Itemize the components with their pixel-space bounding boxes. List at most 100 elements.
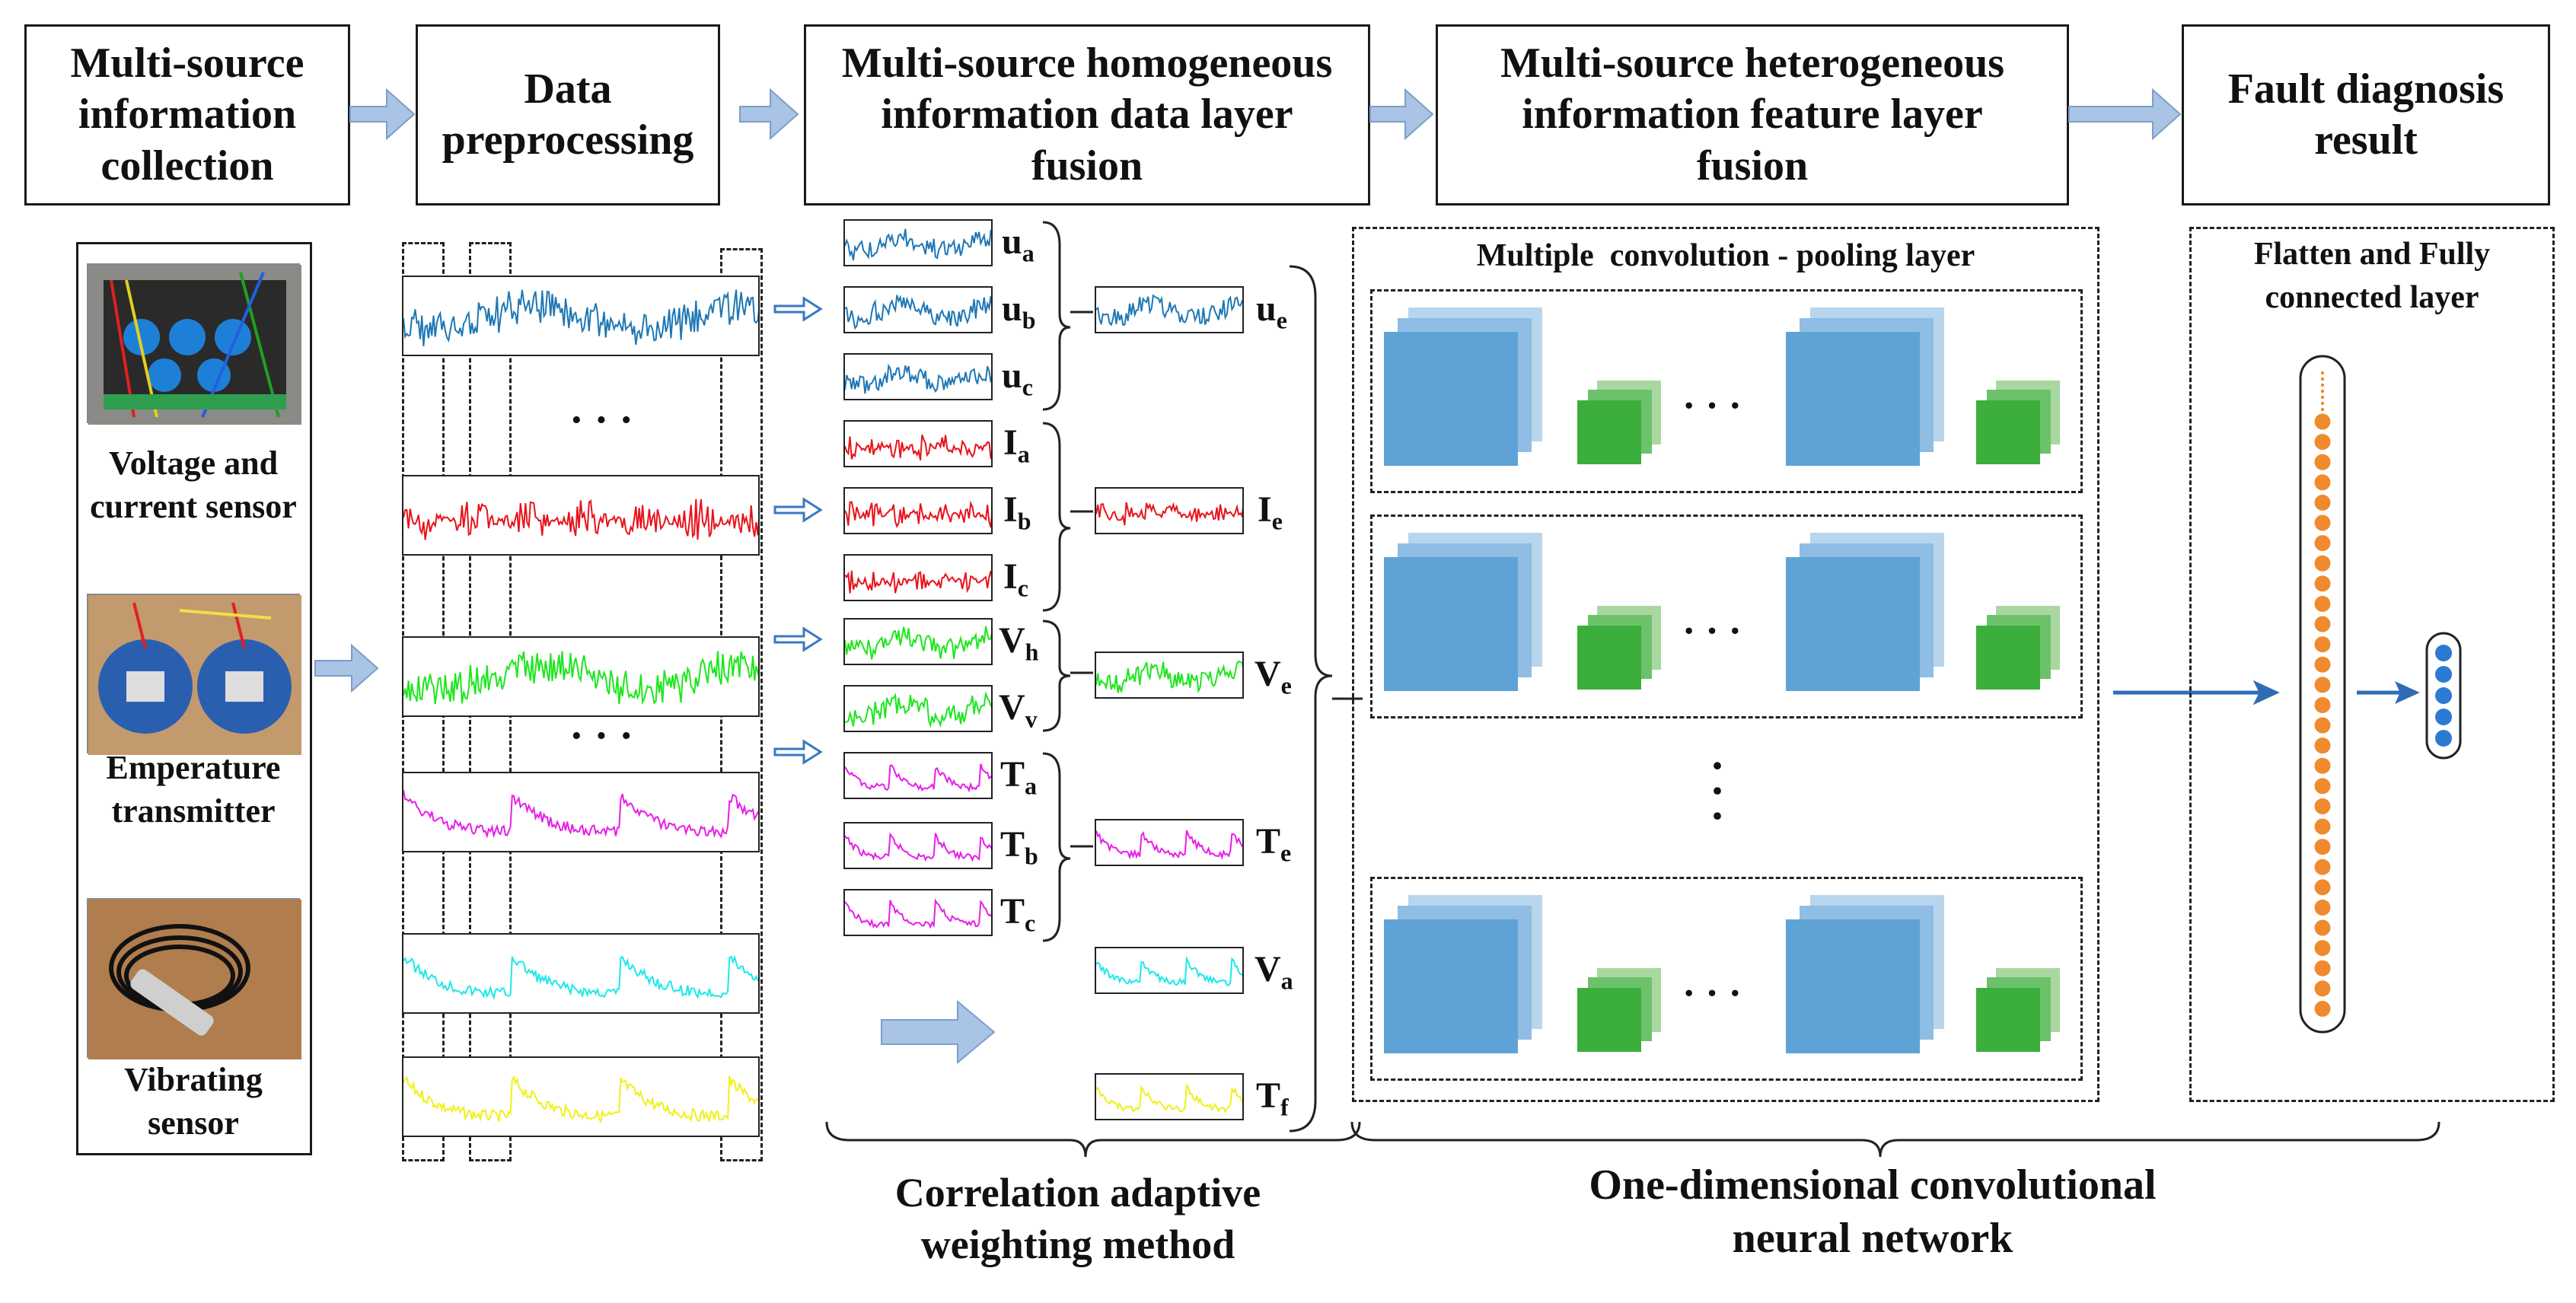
fc-neuron	[2314, 595, 2331, 612]
fc-title: Flatten and Fully connected layer	[2253, 237, 2491, 315]
pre-signal-temperature	[402, 772, 760, 852]
voltage-current-sensor-label: Voltage and current sensor	[90, 444, 297, 526]
waveform-line	[403, 789, 758, 839]
fc-neuron-column	[2299, 355, 2346, 1034]
pool-feature-map	[1577, 400, 1641, 464]
symbol-uc-base: u	[1002, 355, 1022, 396]
ellipsis-text: · · ·	[1682, 610, 1742, 653]
fc-neuron	[2314, 434, 2331, 451]
fc-neuron	[2314, 919, 2331, 936]
arrow-right-icon	[773, 497, 823, 523]
arrow-right-icon	[2068, 88, 2182, 141]
pre-signal-yellow	[402, 1056, 760, 1137]
waveform-line	[845, 363, 991, 394]
output-neuron	[2435, 730, 2452, 747]
stage-homogeneous-label: Multi-source homogeneous information dat…	[841, 40, 1333, 190]
symbol-Va: Va	[1255, 948, 1293, 996]
neuron-dot	[2320, 371, 2325, 375]
stage-fault-label: Fault diagnosis result	[2227, 65, 2504, 164]
output-neuron	[2435, 666, 2452, 683]
symbol-Ic-sub: c	[1017, 574, 1028, 602]
cnn-title: Multiple convolution - pooling layer	[1476, 238, 1975, 273]
waveform-line	[845, 228, 991, 261]
fc-neuron	[2314, 798, 2331, 814]
arrow-right-icon	[314, 643, 379, 693]
waveform-line	[845, 295, 991, 330]
symbol-Ib-sub: b	[1017, 507, 1031, 535]
signal-Vv	[843, 685, 993, 732]
fc-layers	[2299, 355, 2462, 1034]
symbol-Tf-base: T	[1256, 1075, 1281, 1116]
waveform-line	[845, 832, 991, 862]
fc-neuron	[2314, 575, 2331, 592]
cnn-caption: One-dimensional convolutional neural net…	[1589, 1161, 2157, 1262]
waveform-line	[845, 434, 991, 460]
signal-uc	[843, 353, 993, 400]
waveform-line	[403, 954, 758, 1001]
signal-Tb	[843, 822, 993, 869]
fc-neuron	[2314, 1000, 2331, 1017]
vibrating-sensor-label: Vibrating sensor	[124, 1061, 263, 1142]
symbol-ub: ub	[1002, 288, 1036, 335]
fusion-block-arrow	[881, 999, 996, 1065]
symbol-Te: Te	[1256, 820, 1291, 868]
arrow-right-icon	[773, 626, 823, 652]
symbol-Vh-base: V	[999, 620, 1025, 661]
temperature-transmitter-photo	[87, 594, 301, 755]
symbol-ua-base: u	[1002, 221, 1022, 262]
fc-neuron	[2314, 474, 2331, 491]
stage-collection-label: Multi-source information collection	[70, 40, 304, 190]
arrow-right-icon	[349, 88, 416, 141]
conv-feature-map	[1384, 557, 1518, 691]
signal-Ta	[843, 752, 993, 799]
conv-feature-map	[1786, 557, 1920, 691]
symbol-Te-sub: e	[1280, 839, 1292, 867]
arrow-right-icon	[773, 739, 823, 765]
waveform-line	[1096, 294, 1242, 327]
neuron-dot	[2320, 407, 2325, 412]
symbol-Ia-base: I	[1003, 422, 1018, 463]
waveform-line	[845, 690, 991, 728]
waveform-line	[845, 626, 991, 660]
symbol-Tc-base: T	[1000, 891, 1025, 932]
waveform-line	[845, 500, 991, 529]
signal-Ic	[843, 554, 993, 601]
pool-feature-map	[1976, 626, 2040, 690]
symbol-Tb-base: T	[1000, 824, 1025, 865]
symbol-Va-sub: a	[1280, 967, 1293, 995]
symbol-Ta-sub: a	[1025, 772, 1038, 800]
waveform-line	[1096, 1083, 1242, 1114]
stage-arrows	[349, 88, 2182, 141]
vibrating-sensor-photo	[87, 898, 301, 1059]
fusion-braces	[825, 221, 2441, 1158]
conv-block-2	[1370, 515, 2083, 718]
signal-Ve	[1095, 652, 1244, 699]
fc-neuron	[2314, 636, 2331, 653]
symbol-uc-sub: c	[1022, 373, 1033, 401]
symbol-Ib: Ib	[1003, 489, 1031, 536]
stage-preprocessing: Data preprocessing	[416, 24, 720, 205]
symbol-Tc-sub: c	[1025, 909, 1036, 937]
symbol-Vh: Vh	[999, 620, 1038, 667]
fc-neuron	[2314, 494, 2331, 511]
symbol-Vv-sub: v	[1025, 705, 1038, 733]
waveform-line	[1096, 830, 1242, 860]
pre-signal-vibration	[402, 636, 760, 717]
conv-feature-map	[1384, 919, 1518, 1053]
symbol-Ta-base: T	[1000, 754, 1025, 795]
symbol-ub-sub: b	[1022, 306, 1036, 334]
cnn-outer-dashed	[1352, 227, 2099, 1102]
fc-neuron	[2314, 960, 2331, 976]
fc-neuron	[2314, 839, 2331, 855]
ellipsis-2: · · ·	[569, 712, 634, 760]
temperature-transmitter-label: Emperature transmitter	[106, 749, 281, 830]
stage-collection: Multi-source information collection	[24, 24, 350, 205]
stage-fault-diagnosis: Fault diagnosis result	[2182, 24, 2550, 205]
fc-neuron	[2314, 555, 2331, 572]
signal-ue	[1095, 286, 1244, 333]
pre-signal-current	[402, 475, 760, 556]
fc-neuron	[2314, 980, 2331, 997]
fc-neuron	[2314, 616, 2331, 632]
signal-ub	[843, 286, 993, 333]
arrow-right-icon	[881, 999, 996, 1065]
